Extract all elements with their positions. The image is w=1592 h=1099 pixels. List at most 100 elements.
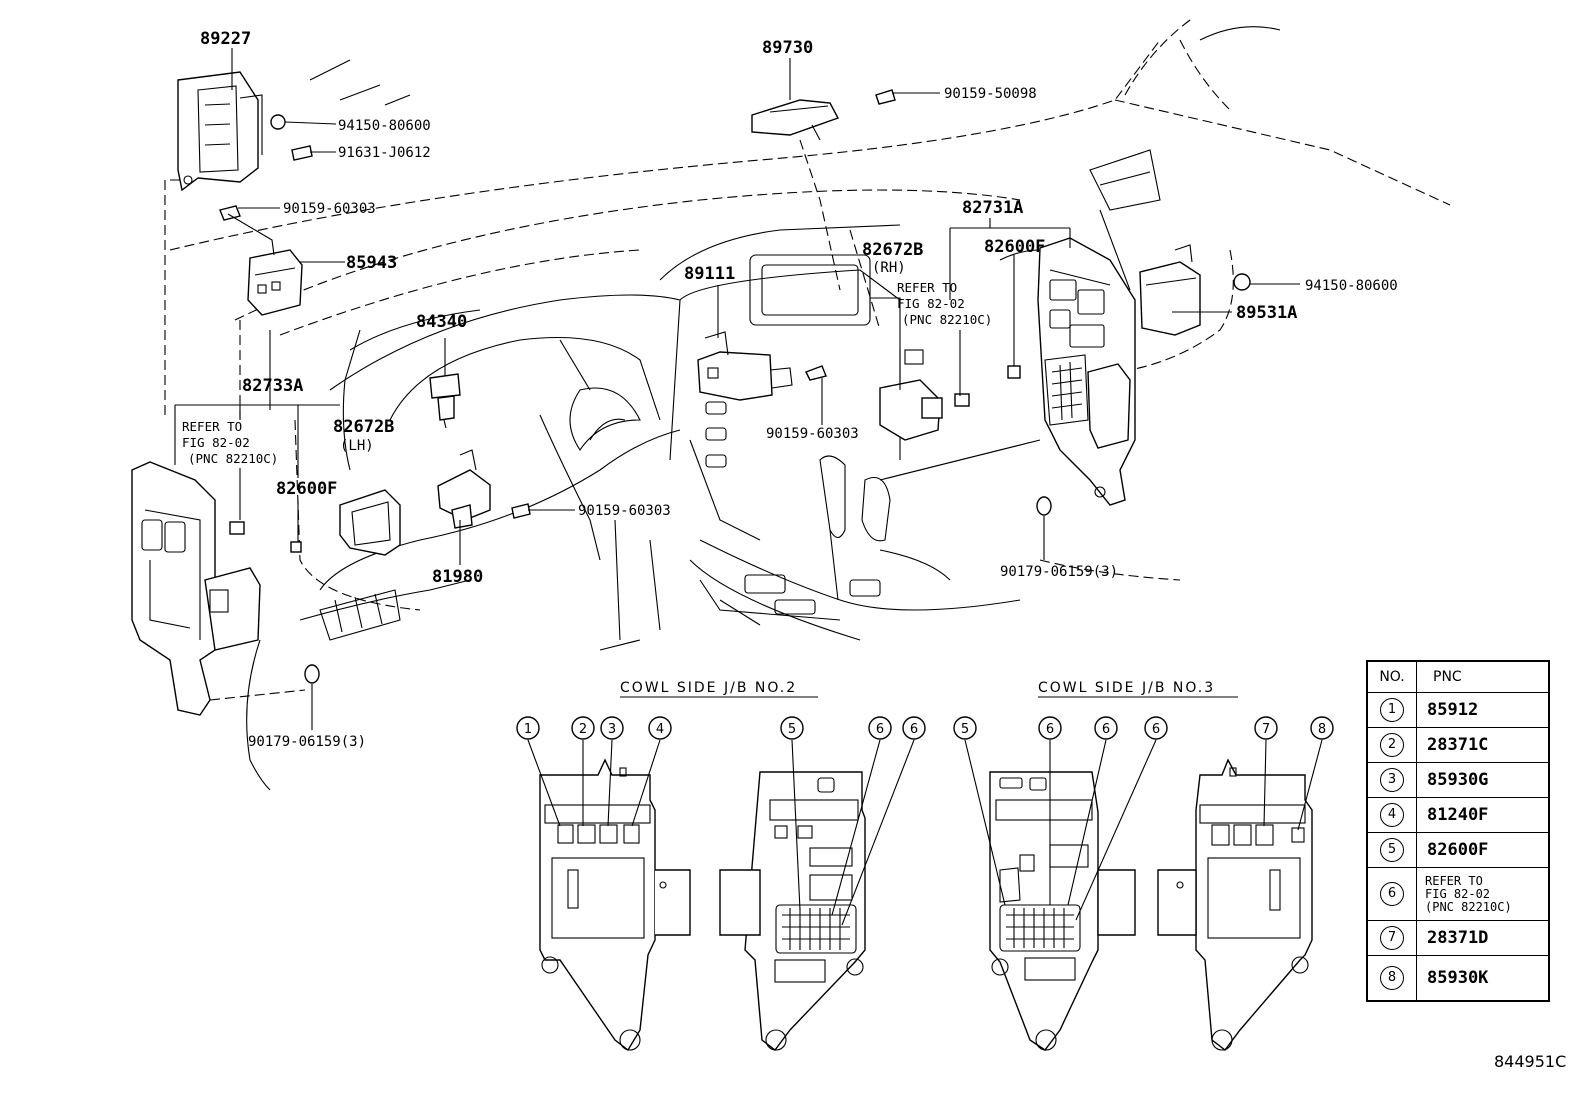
part-label-91631-J0612: 91631-J0612 (338, 145, 431, 161)
dashboard-solid-lines (246, 26, 1281, 791)
part-label-82733A: 82733A (242, 376, 303, 396)
component-89227 (177, 71, 263, 192)
row-6-pnc: REFER TO FIG 82-02 (PNC 82210C) (1416, 867, 1550, 921)
table-row: 3 85930G (1366, 762, 1550, 798)
row-6-ref-line1: REFER TO (1425, 873, 1483, 888)
pnc-table: NO. PNC 1 85912 2 28371C 3 85930G 4 8124… (1366, 660, 1550, 1002)
table-row: 8 85930K (1366, 955, 1550, 1002)
bolt-91631-icon (291, 145, 313, 161)
part-label-81980: 81980 (432, 567, 483, 587)
jb3-callout-5-text: 5 (961, 722, 969, 737)
part-label-89730: 89730 (762, 38, 813, 58)
row-1-no: 1 (1380, 698, 1404, 722)
part-label-82600F-a: 82600F (276, 479, 337, 499)
row-8-no: 8 (1380, 966, 1404, 990)
jb3-callout-7-text: 7 (1262, 722, 1270, 737)
bolt-90159c-icon (875, 89, 896, 105)
jb3-callout-6c (1144, 716, 1168, 740)
row-2-no: 2 (1380, 733, 1404, 757)
component-82672B-rh (879, 379, 970, 441)
figure-id: 844951C (1494, 1052, 1567, 1071)
part-label-rh: (RH) (872, 260, 906, 276)
row-7-no: 7 (1380, 926, 1404, 950)
jb3-callout-5 (953, 716, 977, 740)
part-label-90179-06159-b: 90179-06159(3) (1000, 564, 1118, 580)
jb3-callout-6c-text: 6 (1152, 722, 1160, 737)
part-label-82672B-rh: 82672B (862, 240, 923, 260)
nut-94150b-icon (1233, 273, 1251, 291)
part-label-82731A: 82731A (962, 198, 1023, 218)
jb2-callout-4 (648, 716, 672, 740)
row-3-no: 3 (1380, 768, 1404, 792)
left-vent (319, 589, 401, 641)
nut-94150a-icon (270, 114, 286, 130)
part-label-90179-06159-a: 90179-06159(3) (248, 734, 366, 750)
dashboard-outline (164, 19, 1451, 701)
part-labels: 89227 94150-80600 91631-J0612 90159-6030… (182, 29, 1398, 750)
cowl-side-jb-no2: COWL SIDE J/B NO.2 (527, 680, 915, 1052)
row-8-pnc: 85930K (1416, 955, 1550, 1002)
jb2-callout-3-text: 3 (608, 722, 616, 737)
table-row: 4 81240F (1366, 797, 1550, 833)
row-7-pnc: 28371D (1416, 920, 1550, 956)
row-4-pnc: 81240F (1416, 797, 1550, 833)
jb2-callout-3 (600, 716, 624, 740)
part-label-90159-50098: 90159-50098 (944, 86, 1037, 102)
component-89111 (697, 331, 793, 401)
part-label-89111: 89111 (684, 264, 735, 284)
row-4-no: 4 (1380, 803, 1404, 827)
refer-note-left-line3: (PNC 82210C) (188, 451, 278, 466)
component-89730 (751, 99, 840, 141)
jb3-callout-7 (1254, 716, 1278, 740)
component-82672B-lh (339, 489, 401, 556)
jb2-callouts: 1 2 3 4 5 6 6 (516, 716, 926, 740)
table-row: 1 85912 (1366, 692, 1550, 728)
bolt-90159a-icon (219, 205, 241, 221)
jb2-callout-4-text: 4 (656, 722, 664, 737)
part-label-82600F-b: 82600F (984, 237, 1045, 257)
refer-note-right-line3: (PNC 82210C) (902, 312, 992, 327)
jb3-callout-8-text: 8 (1318, 722, 1326, 737)
jb3-callout-6a (1038, 716, 1062, 740)
jb3-callout-6a-text: 6 (1046, 722, 1054, 737)
component-left-jb (131, 461, 302, 716)
part-label-90159-60303-c: 90159-60303 (766, 426, 859, 442)
part-label-94150-80600-right: 94150-80600 (1305, 278, 1398, 294)
table-row: 5 82600F (1366, 832, 1550, 868)
jb2-callout-5-text: 5 (788, 722, 796, 737)
row-6-ref-line3: (PNC 82210C) (1425, 899, 1512, 914)
component-84340 (429, 373, 461, 429)
jb3-callout-6b-text: 6 (1102, 722, 1110, 737)
jb2-callout-2-text: 2 (579, 722, 587, 737)
jb2-callout-5 (780, 716, 804, 740)
jb2-callout-1-text: 1 (524, 722, 532, 737)
jb3-title: COWL SIDE J/B NO.3 (1038, 680, 1215, 696)
component-right-jb (1007, 237, 1136, 506)
jb3-callout-8 (1310, 716, 1334, 740)
row-5-no: 5 (1380, 838, 1404, 862)
header-pnc: PNC (1416, 660, 1550, 693)
table-row: 7 28371D (1366, 920, 1550, 956)
clip-90179a-icon (304, 664, 320, 684)
center-console (705, 254, 924, 615)
jb2-callout-6a-text: 6 (876, 722, 884, 737)
part-label-89227: 89227 (200, 29, 251, 49)
row-2-pnc: 28371C (1416, 727, 1550, 763)
bolt-90159d-icon (805, 365, 827, 381)
table-row: 2 28371C (1366, 727, 1550, 763)
part-label-90159-60303-b: 90159-60303 (578, 503, 671, 519)
jb2-title: COWL SIDE J/B NO.2 (620, 680, 797, 696)
refer-note-left-line2: FIG 82-02 (182, 435, 250, 450)
cowl-side-jb-no3: COWL SIDE J/B NO.3 (964, 680, 1323, 1051)
part-label-94150-80600-left: 94150-80600 (338, 118, 431, 134)
bolt-90159b-icon (511, 503, 531, 519)
table-row: 6 REFER TO FIG 82-02 (PNC 82210C) (1366, 867, 1550, 921)
jb2-callout-6a (868, 716, 892, 740)
part-label-89531A: 89531A (1236, 303, 1297, 323)
component-89531A (1139, 244, 1201, 336)
clip-90179b-icon (1036, 496, 1052, 516)
row-3-pnc: 85930G (1416, 762, 1550, 798)
jb2-callout-6b-text: 6 (910, 722, 918, 737)
component-81980 (437, 449, 491, 529)
